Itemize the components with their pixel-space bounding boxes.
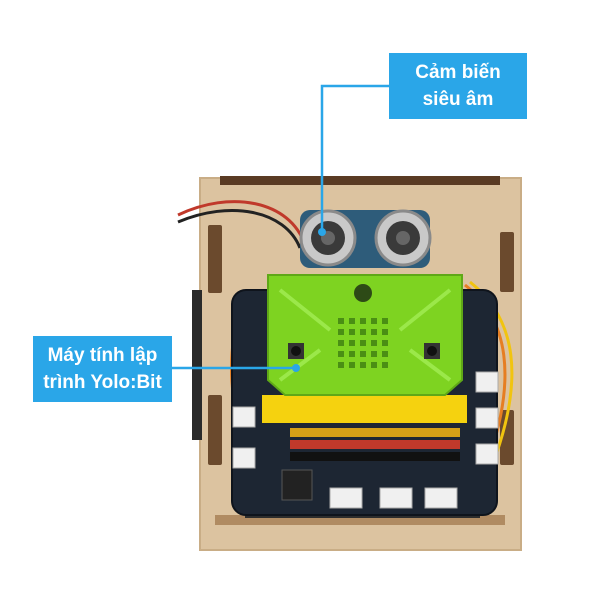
led xyxy=(349,351,355,357)
led xyxy=(371,329,377,335)
led xyxy=(349,362,355,368)
led xyxy=(338,318,344,324)
led xyxy=(382,351,388,357)
sensor-callout-line1: Cảm biến xyxy=(415,62,501,83)
led xyxy=(338,351,344,357)
led xyxy=(360,318,366,324)
led xyxy=(349,329,355,335)
led xyxy=(349,340,355,346)
led xyxy=(371,340,377,346)
led xyxy=(360,340,366,346)
led xyxy=(338,362,344,368)
sensor-pointer-dot xyxy=(318,228,326,236)
led xyxy=(382,329,388,335)
board-callout: Máy tính lập trình Yolo:Bit xyxy=(33,336,172,402)
led xyxy=(371,362,377,368)
sensor-callout-line2: siêu âm xyxy=(422,89,494,110)
led xyxy=(382,340,388,346)
led xyxy=(371,351,377,357)
led xyxy=(382,318,388,324)
led xyxy=(360,329,366,335)
board-callout-line2: trình Yolo:Bit xyxy=(43,372,162,393)
yolobit-board xyxy=(267,274,463,396)
led xyxy=(349,318,355,324)
board-callout-line1: Máy tính lập xyxy=(47,345,158,366)
callout-lines xyxy=(172,84,389,370)
led xyxy=(338,340,344,346)
led xyxy=(382,362,388,368)
led xyxy=(360,351,366,357)
yellow-band xyxy=(262,395,467,423)
board-pointer-dot xyxy=(292,364,300,372)
ultrasonic-sensor xyxy=(299,209,432,268)
led-matrix xyxy=(338,318,388,368)
led xyxy=(371,318,377,324)
sensor-callout: Cảm biến siêu âm xyxy=(389,53,527,119)
led xyxy=(338,329,344,335)
led xyxy=(360,362,366,368)
